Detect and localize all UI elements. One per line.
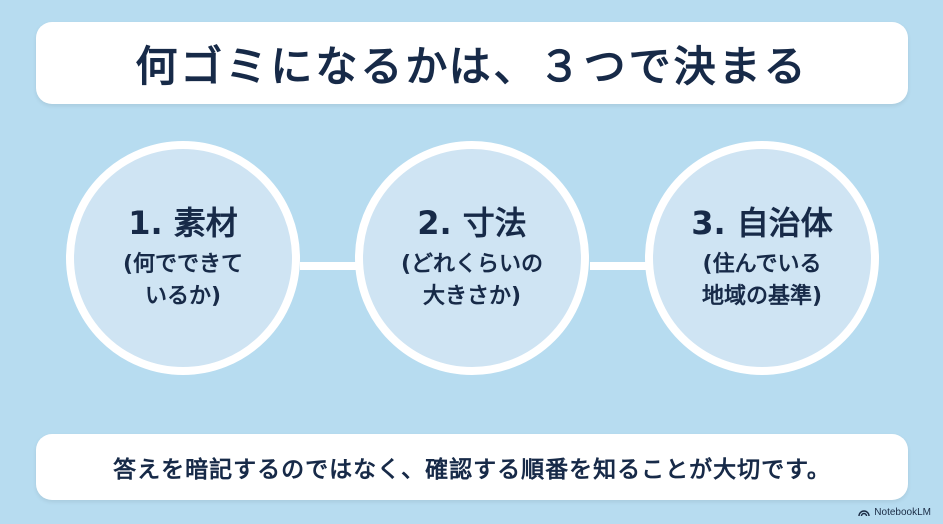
step-circle-municipality: 3. 自治体 (住んでいる 地域の基準) [645,141,879,375]
footer-banner: 答えを暗記するのではなく、確認する順番を知ることが大切です。 [36,434,908,500]
footer-message: 答えを暗記するのではなく、確認する順番を知ることが大切です。 [113,457,831,483]
step-description-line: (どれくらいの [400,252,544,277]
connector-line [590,262,650,270]
step-circle-material: 1. 素材 (何でできて いるか) [66,141,300,375]
watermark-text: NotebookLM [874,507,931,518]
step-description-line: (住んでいる [702,252,822,277]
step-title: 3. 自治体 [691,204,833,242]
step-description-line: 大きさか) [422,284,522,309]
notebooklm-watermark: NotebookLM [858,507,931,518]
step-description-line: (何でできて [122,252,244,277]
step-description-line: 地域の基準) [701,284,823,309]
step-circle-dimensions: 2. 寸法 (どれくらいの 大きさか) [355,141,589,375]
step-title: 2. 寸法 [417,204,527,242]
page-title: 何ゴミになるかは、３つで決まる [135,41,809,91]
step-description-line: いるか) [144,284,222,309]
notebooklm-logo-icon [858,508,870,517]
title-banner: 何ゴミになるかは、３つで決まる [36,22,908,104]
connector-line [300,262,360,270]
step-title: 1. 素材 [128,204,238,242]
